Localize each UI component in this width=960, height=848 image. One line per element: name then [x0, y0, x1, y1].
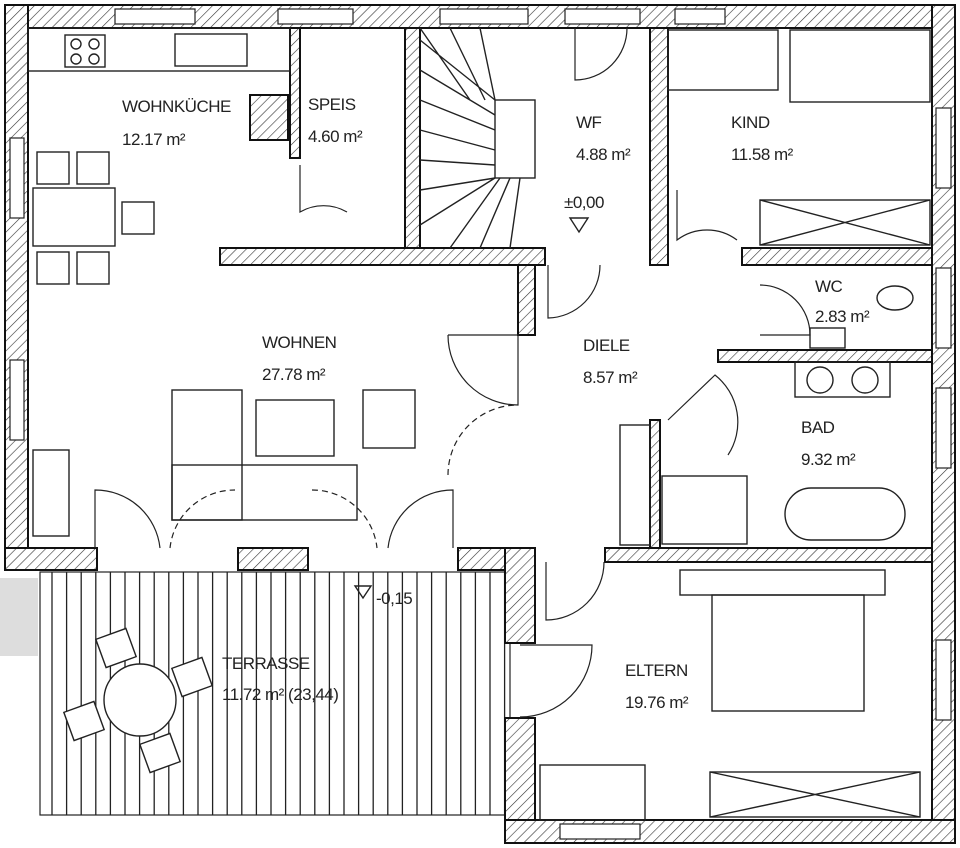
room-area-wohnen: 27.78 m² [262, 365, 326, 384]
room-name-kind: KIND [731, 113, 770, 132]
kind-furniture [667, 29, 931, 246]
level-terrace: -0,15 [376, 589, 412, 608]
room-area-speis: 4.60 m² [308, 127, 363, 146]
room-area-terrasse: 11.72 m² (23,44) [222, 685, 338, 704]
eltern-furniture [539, 569, 921, 821]
kitchen-counter [27, 27, 291, 72]
room-name-wohnen: WOHNEN [262, 333, 336, 352]
terrace-step [0, 578, 38, 656]
interior-walls [219, 27, 933, 563]
level-marker-icon [353, 585, 373, 600]
room-area-kind: 11.58 m² [731, 145, 794, 164]
room-labels: WOHNKÜCHE 12.17 m² SPEIS 4.60 m² WF 4.88… [122, 95, 870, 712]
room-area-wohnkueche: 12.17 m² [122, 130, 186, 149]
room-name-wf: WF [576, 113, 602, 132]
room-area-wc: 2.83 m² [815, 307, 870, 326]
room-name-bad: BAD [801, 418, 835, 437]
room-name-terrasse: TERRASSE [222, 654, 310, 673]
room-name-wc: WC [815, 277, 843, 296]
room-name-diele: DIELE [583, 336, 630, 355]
windows [9, 8, 952, 840]
level-floor: ±0,00 [564, 193, 604, 212]
room-area-diele: 8.57 m² [583, 368, 638, 387]
terrace-table [62, 627, 214, 774]
room-area-eltern: 19.76 m² [625, 693, 689, 712]
room-name-speis: SPEIS [308, 95, 356, 114]
dining-table [32, 151, 155, 285]
bathroom-fixtures [619, 285, 914, 546]
room-name-eltern: ELTERN [625, 661, 688, 680]
room-area-bad: 9.32 m² [801, 450, 856, 469]
room-area-wf: 4.88 m² [576, 145, 631, 164]
living-furniture [32, 389, 416, 537]
level-marker-icon [568, 217, 590, 234]
room-name-wohnkueche: WOHNKÜCHE [122, 97, 231, 116]
staircase [419, 27, 536, 249]
doors [94, 27, 811, 718]
